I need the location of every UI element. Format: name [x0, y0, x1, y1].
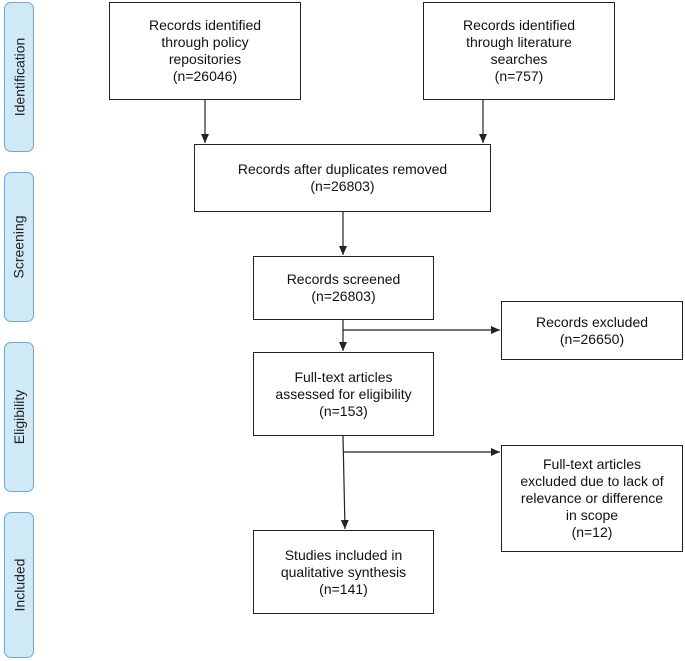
box-records-screened-text: Records screened (n=26803)	[286, 271, 401, 304]
box-records-policy-text: Records identified through policy reposi…	[148, 17, 262, 84]
box-records-policy: Records identified through policy reposi…	[109, 2, 301, 100]
box-studies-included-text: Studies included in qualitative synthesi…	[280, 546, 407, 597]
box-fulltext-excluded: Full-text articles excluded due to lack …	[501, 445, 683, 552]
box-records-screened: Records screened (n=26803)	[253, 256, 434, 320]
box-fulltext-assessed: Full-text articles assessed for eligibil…	[253, 352, 434, 436]
box-records-excluded: Records excluded (n=26650)	[501, 301, 683, 360]
box-studies-included: Studies included in qualitative synthesi…	[253, 530, 434, 614]
phase-identification: Identification	[4, 2, 34, 152]
box-fulltext-assessed-text: Full-text articles assessed for eligibil…	[275, 368, 412, 419]
box-records-deduplicated: Records after duplicates removed (n=2680…	[194, 144, 491, 212]
box-records-literature-text: Records identified through literature se…	[462, 17, 576, 84]
arrow-fulltext-to-included	[340, 435, 349, 530]
phase-included: Included	[4, 512, 34, 658]
box-fulltext-excluded-text: Full-text articles excluded due to lack …	[520, 456, 664, 540]
box-records-literature: Records identified through literature se…	[423, 2, 615, 100]
phase-eligibility: Eligibility	[4, 342, 34, 492]
box-records-excluded-text: Records excluded (n=26650)	[535, 313, 649, 347]
phase-screening: Screening	[4, 172, 34, 322]
box-records-deduplicated-text: Records after duplicates removed (n=2680…	[237, 161, 448, 194]
